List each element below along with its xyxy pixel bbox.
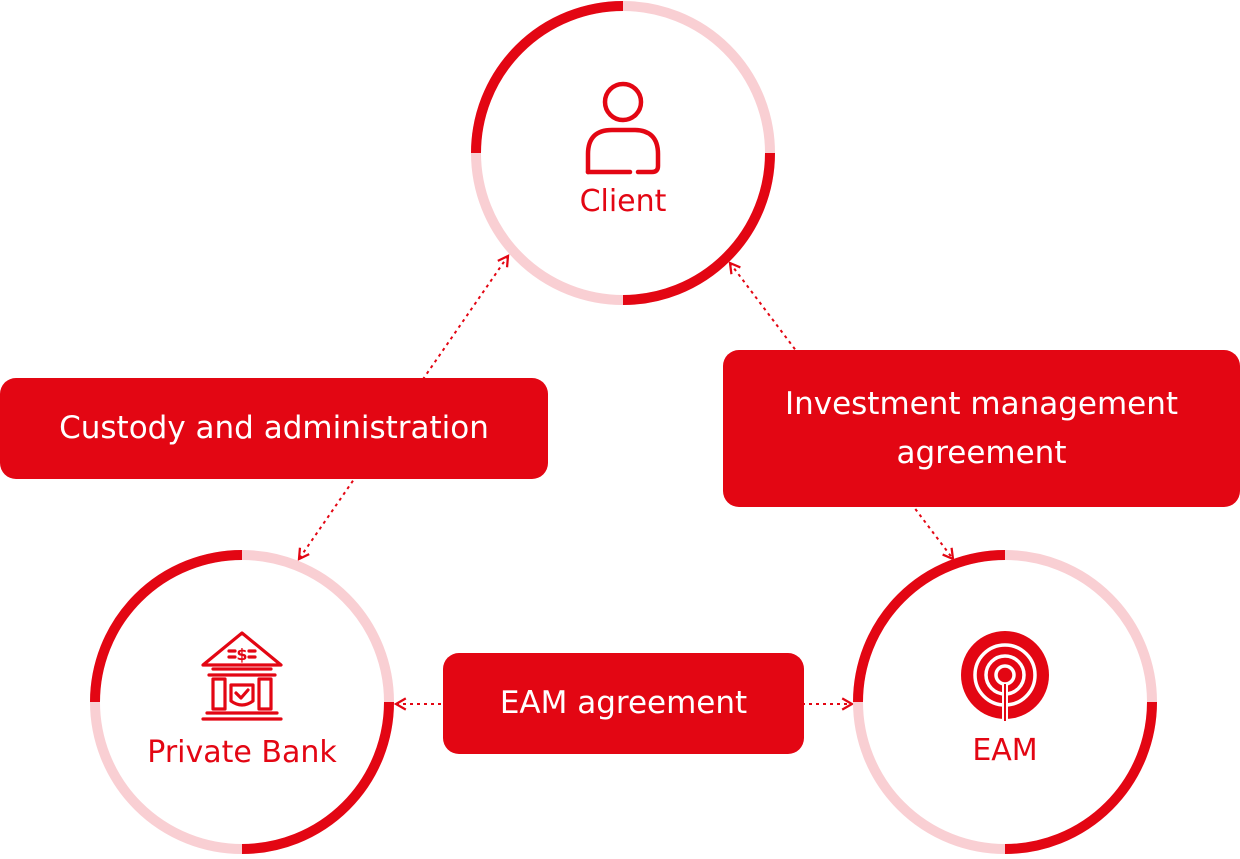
client-ring bbox=[471, 1, 775, 305]
eam-label: EAM bbox=[972, 733, 1038, 768]
eam-agreement-box: EAM agreement bbox=[443, 653, 804, 754]
custody-label: Custody and administration bbox=[59, 410, 489, 447]
bank-building-icon: $ bbox=[201, 631, 283, 721]
svg-text:$: $ bbox=[236, 645, 247, 664]
custody-box: Custody and administration bbox=[0, 378, 548, 479]
private-bank-node: $ Private Bank bbox=[89, 549, 395, 855]
target-signal-icon bbox=[961, 631, 1049, 721]
private-bank-ring bbox=[90, 550, 394, 854]
connector-client-eam bbox=[728, 261, 955, 561]
eam-agreement-label: EAM agreement bbox=[499, 685, 748, 722]
investment-box: Investment management agreement bbox=[723, 350, 1240, 507]
eam-node: EAM bbox=[852, 549, 1158, 855]
person-icon bbox=[585, 81, 661, 175]
investment-label: Investment management agreement bbox=[784, 386, 1179, 471]
eam-ring bbox=[853, 550, 1157, 854]
private-bank-label: Private Bank bbox=[147, 735, 337, 770]
client-label: Client bbox=[579, 184, 667, 219]
client-node: Client bbox=[470, 0, 776, 306]
